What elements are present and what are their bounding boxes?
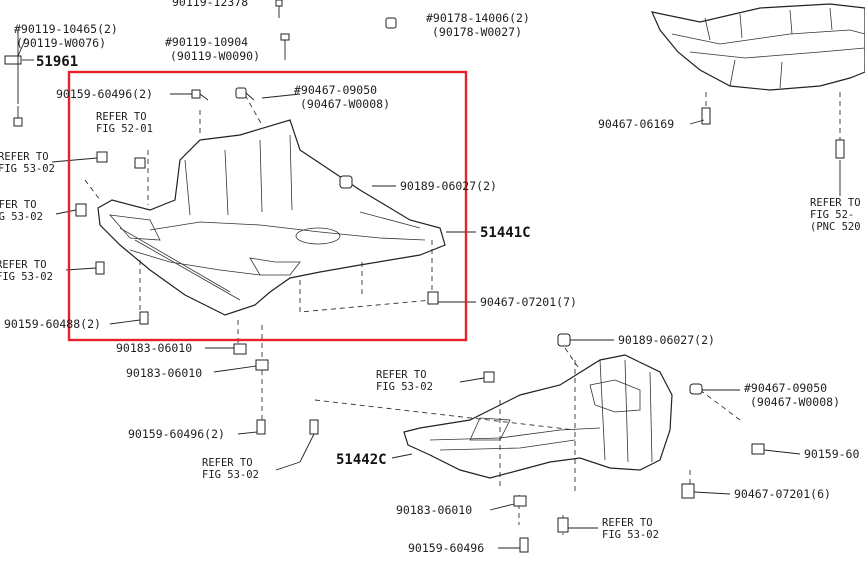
label-90183-06010-c[interactable]: 90183-06010 — [396, 503, 472, 517]
label-90119-12378[interactable]: 90119-12378 — [172, 0, 248, 9]
label-90119-w0076[interactable]: (90119-W0076) — [16, 36, 106, 50]
bolt-icon — [191, 89, 209, 101]
clip-icon — [96, 151, 108, 163]
clip-icon — [339, 175, 353, 189]
label-90467-w0008-top[interactable]: (90467-W0008) — [300, 97, 390, 111]
bolt-icon — [13, 106, 23, 127]
label-90467-07201-seven[interactable]: 90467-07201(7) — [480, 295, 577, 309]
label-51442c[interactable]: 51442C — [336, 452, 387, 468]
clip-icon — [235, 87, 255, 101]
bolt-icon — [751, 443, 765, 455]
clip-icon — [385, 17, 397, 29]
grommet-icon — [4, 55, 22, 65]
label-90467-07201-six[interactable]: 90467-07201(6) — [734, 487, 831, 501]
bolt-icon — [309, 419, 319, 435]
label-90467-09050-top[interactable]: #90467-09050 — [294, 83, 377, 97]
label-90178-14006[interactable]: #90178-14006(2) — [426, 11, 530, 25]
label-51961[interactable]: 51961 — [36, 54, 78, 70]
clip-icon — [557, 333, 571, 347]
label-90178-w0027[interactable]: (90178-W0027) — [432, 25, 522, 39]
bolt-icon — [427, 291, 439, 305]
nut-icon — [233, 343, 247, 355]
label-90119-w0090[interactable]: (90119-W0090) — [170, 49, 260, 63]
clip-icon — [483, 371, 495, 383]
bolt-icon — [280, 33, 290, 60]
bolt-icon — [835, 139, 845, 159]
bolt-icon — [681, 483, 695, 499]
bolt-icon — [701, 107, 711, 125]
label-90159-60488[interactable]: 90159-60488(2) — [4, 317, 101, 331]
part-labels: 90119-12378 #90119-10465(2) (90119-W0076… — [4, 0, 859, 555]
bolt-icon — [519, 537, 529, 553]
label-90189-06027-top[interactable]: 90189-06027(2) — [400, 179, 497, 193]
label-90183-06010-a[interactable]: 90183-06010 — [116, 341, 192, 355]
bolt-icon — [275, 0, 283, 18]
under-cover-51441c — [84, 94, 446, 420]
under-cover-51442c — [314, 347, 741, 535]
clip-icon — [689, 383, 703, 395]
label-90159-60-partial[interactable]: 90159-60 — [804, 447, 859, 461]
label-90159-60496-bottom[interactable]: 90159-60496 — [408, 541, 484, 555]
highlight-box — [67, 70, 468, 342]
bolt-icon — [75, 203, 87, 217]
bolt-icon — [557, 517, 569, 533]
engine-cover-partial — [650, 3, 865, 140]
label-90119-10904[interactable]: #90119-10904 — [165, 35, 248, 49]
nut-icon — [513, 495, 527, 507]
label-90467-09050-bottom[interactable]: #90467-09050 — [744, 381, 827, 395]
leader-lines — [17, 30, 841, 549]
bolt-icon — [256, 419, 266, 435]
clip-icon — [134, 157, 146, 169]
bolt-icon — [139, 311, 149, 325]
label-90159-60496-mid[interactable]: 90159-60496(2) — [128, 427, 225, 441]
label-90467-06169[interactable]: 90467-06169 — [598, 117, 674, 131]
label-90189-06027-bottom[interactable]: 90189-06027(2) — [618, 333, 715, 347]
label-90119-10465[interactable]: #90119-10465(2) — [14, 22, 118, 36]
label-90159-60496-top[interactable]: 90159-60496(2) — [56, 87, 153, 101]
fasteners — [4, 0, 845, 553]
label-90183-06010-b[interactable]: 90183-06010 — [126, 366, 202, 380]
label-90467-w0008-bottom[interactable]: (90467-W0008) — [750, 395, 840, 409]
bolt-icon — [95, 261, 105, 275]
nut-icon — [255, 359, 269, 371]
label-51441c[interactable]: 51441C — [480, 225, 531, 241]
